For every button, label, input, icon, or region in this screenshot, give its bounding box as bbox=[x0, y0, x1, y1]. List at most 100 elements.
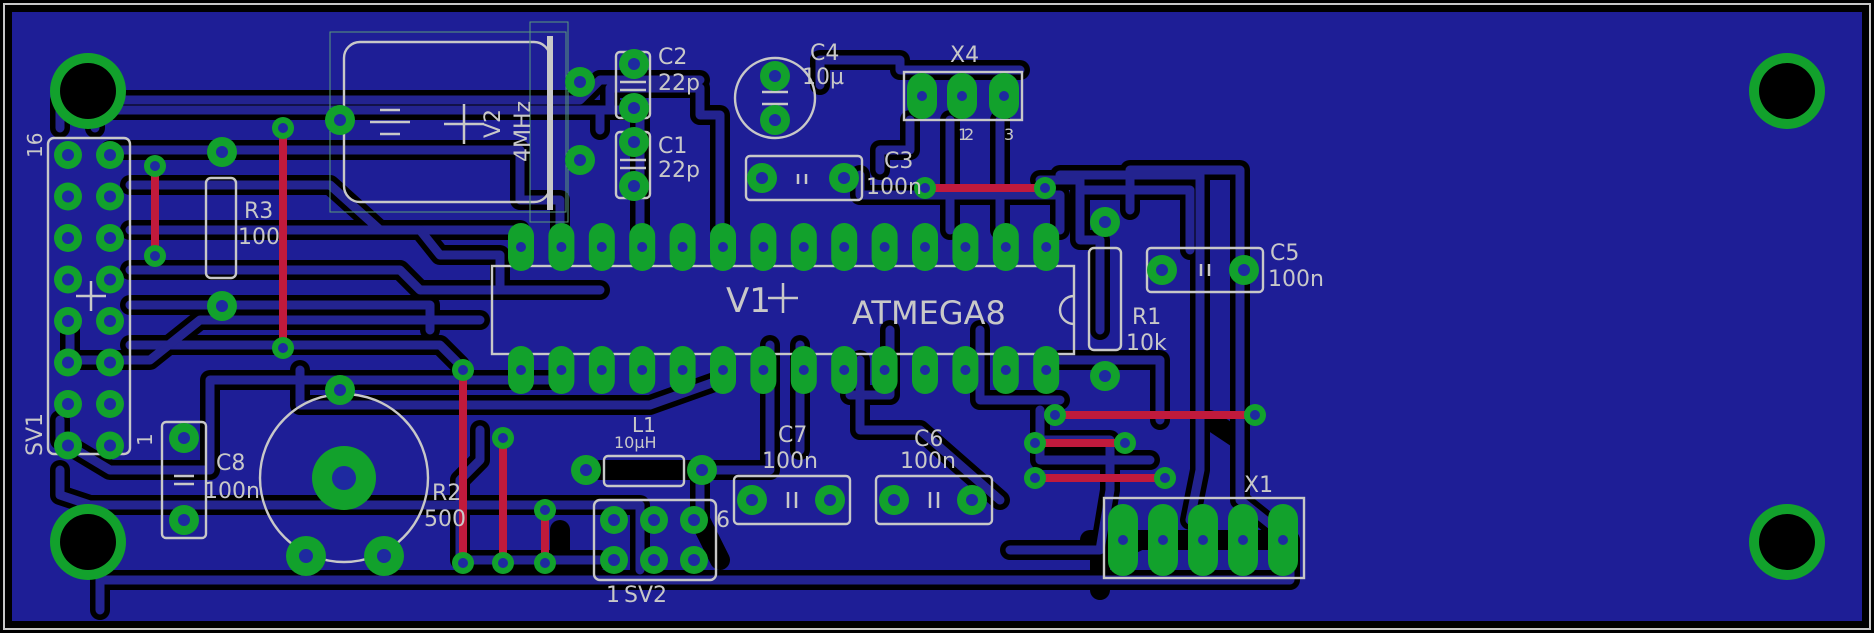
mount-hole bbox=[50, 53, 126, 129]
sv1-pad bbox=[96, 265, 124, 294]
r2-pad bbox=[286, 536, 326, 576]
sv2-pad bbox=[640, 546, 668, 574]
c4-value-label: 10µ bbox=[802, 65, 844, 90]
mount-hole bbox=[1749, 504, 1825, 580]
x1-pin bbox=[1268, 504, 1298, 576]
v1-name-label: V1 bbox=[726, 281, 771, 321]
via bbox=[534, 552, 556, 574]
sv2-outline bbox=[592, 498, 718, 582]
atmega8-pin bbox=[669, 223, 696, 271]
v2-value-label: 4MHz bbox=[511, 101, 536, 162]
c2-value-label: 22p bbox=[658, 71, 700, 96]
c7-name-label: C7 bbox=[778, 423, 807, 448]
via bbox=[1024, 432, 1046, 454]
atmega8-pin bbox=[952, 223, 979, 271]
sv2-name-label: SV2 bbox=[624, 583, 667, 608]
atmega8-pin bbox=[1033, 223, 1060, 271]
r3-pad bbox=[207, 291, 237, 321]
r1-body bbox=[1087, 246, 1123, 352]
c7-pad bbox=[815, 485, 845, 515]
x1-pin bbox=[1228, 504, 1258, 576]
sv1-pad bbox=[54, 224, 82, 252]
atmega8-pin bbox=[831, 346, 858, 394]
sv1-pad bbox=[54, 348, 82, 377]
sv1-pad bbox=[96, 141, 124, 169]
atmega8-pin bbox=[669, 346, 696, 394]
r3-name-label: R3 bbox=[244, 199, 273, 224]
r2-value-label: 500 bbox=[424, 507, 466, 532]
via bbox=[452, 552, 474, 574]
c6-pad bbox=[879, 485, 909, 515]
c1-value-label: 22p bbox=[658, 158, 700, 183]
x4-pin-1-label: 1 bbox=[958, 125, 968, 144]
via bbox=[272, 117, 294, 139]
c4-name-label: C4 bbox=[810, 41, 839, 66]
c4-pad bbox=[760, 105, 790, 135]
atmega8-pin bbox=[629, 346, 656, 394]
atmega8-pin bbox=[790, 223, 817, 271]
atmega8-pin bbox=[790, 346, 817, 394]
x4-pin bbox=[907, 73, 937, 119]
x4-name-label: X4 bbox=[950, 43, 979, 68]
sv1-pad bbox=[54, 141, 82, 169]
c6-value-label: 100n bbox=[900, 449, 956, 474]
c8-outline bbox=[160, 420, 208, 540]
c1-pad bbox=[619, 127, 649, 157]
c8-name-label: C8 bbox=[216, 451, 245, 476]
r2-pad bbox=[325, 375, 355, 405]
r1-value-label: 10k bbox=[1126, 331, 1167, 356]
x4-outline bbox=[902, 70, 1024, 122]
via bbox=[492, 427, 514, 449]
x1-pin bbox=[1188, 504, 1218, 576]
atmega8-pin bbox=[710, 346, 736, 394]
v2-frame-b bbox=[529, 21, 569, 223]
r1-pad bbox=[1090, 207, 1120, 237]
atmega8-pin bbox=[548, 223, 575, 271]
c3-value-label: 100n bbox=[866, 175, 922, 200]
via bbox=[1114, 432, 1136, 454]
r3-pad bbox=[207, 137, 237, 167]
x4-pin-2-label: 2 bbox=[964, 125, 974, 144]
c3-pad bbox=[829, 163, 859, 193]
sv1-pad bbox=[96, 390, 124, 418]
c6-outline bbox=[874, 474, 994, 526]
c6-name-label: C6 bbox=[914, 427, 943, 452]
x4-pin bbox=[947, 73, 977, 119]
c5-pad bbox=[1229, 255, 1259, 285]
c1-name-label: C1 bbox=[658, 134, 687, 159]
sv1-pad bbox=[54, 182, 82, 211]
l1-body bbox=[602, 454, 686, 488]
sv1-pad bbox=[96, 431, 124, 460]
atmega8-pin bbox=[750, 223, 777, 271]
c3-outline bbox=[744, 154, 864, 202]
atmega8-pin bbox=[992, 346, 1019, 394]
c7-pad bbox=[737, 485, 767, 515]
mount-hole bbox=[1749, 53, 1825, 129]
c2-pad bbox=[619, 93, 649, 123]
board-outline bbox=[3, 3, 1871, 630]
c5-value-label: 100n bbox=[1268, 267, 1324, 292]
c8-pad bbox=[169, 423, 199, 453]
atmega8-pin bbox=[912, 223, 938, 271]
c4-pad bbox=[760, 61, 790, 91]
via bbox=[492, 552, 514, 574]
r3-value-label: 100 bbox=[238, 225, 280, 250]
sv2-pin-last-label: 6 bbox=[716, 508, 730, 533]
c8-pad bbox=[169, 505, 199, 535]
v2-pad bbox=[565, 145, 595, 175]
sv1-outline bbox=[46, 136, 132, 456]
c5-pad bbox=[1147, 255, 1177, 285]
via bbox=[1024, 467, 1046, 489]
sv2-pad bbox=[640, 506, 668, 534]
atmega8-pin bbox=[750, 346, 777, 394]
atmega8-pin bbox=[629, 223, 656, 271]
via bbox=[1244, 404, 1266, 426]
sv1-pin-first-label: 1 bbox=[133, 433, 157, 446]
atmega8-pin bbox=[588, 346, 615, 394]
x4-pin bbox=[989, 73, 1019, 119]
pads-layer bbox=[50, 49, 1825, 580]
sv1-pad bbox=[96, 307, 124, 335]
r2-name-label: R2 bbox=[432, 481, 461, 506]
x1-name-label: X1 bbox=[1244, 473, 1273, 498]
atmega8-pin bbox=[831, 223, 858, 271]
